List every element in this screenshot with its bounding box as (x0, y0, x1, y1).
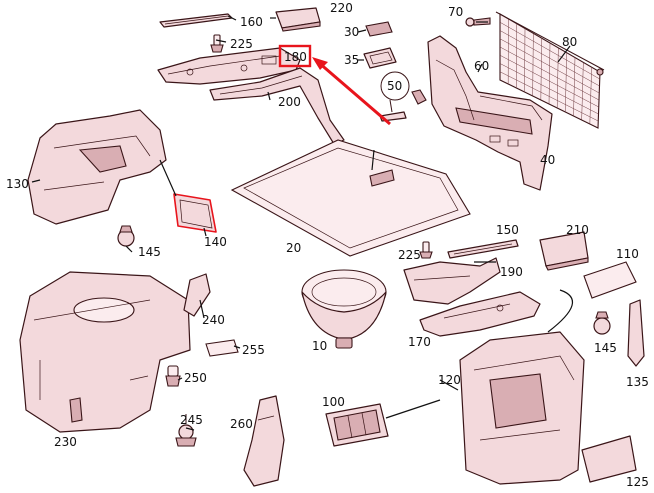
part-250-clip (165, 365, 181, 387)
part-35-cover (363, 47, 397, 69)
part-10-wheel-well (301, 269, 387, 349)
callout-145: 145 (594, 341, 617, 355)
part-50-hook (379, 71, 427, 122)
callout-240: 240 (202, 313, 225, 327)
leader-lines (31, 15, 574, 431)
part-145-clip-right (593, 311, 611, 335)
part-120-right-trim (459, 331, 585, 485)
part-260-trim (243, 395, 285, 487)
part-135-trim (627, 299, 645, 367)
callout-160: 160 (240, 15, 263, 29)
callout-220: 220 (330, 1, 353, 15)
part-100-tray (325, 403, 389, 447)
part-240-bracket (183, 273, 211, 317)
callout-190: 190 (500, 265, 523, 279)
callout-40: 40 (540, 153, 555, 167)
part-130-left-trim (27, 109, 167, 225)
callout-70: 70 (448, 5, 463, 19)
highlight-arrow (312, 57, 391, 126)
callout-30: 30 (344, 25, 359, 39)
part-190-panel (403, 257, 501, 305)
part-225-clip-mid (419, 241, 433, 259)
part-160-strip (159, 13, 233, 28)
callout-225: 225 (398, 248, 421, 262)
callout-125: 125 (626, 475, 649, 489)
callout-140: 140 (204, 235, 227, 249)
part-20-floor-mat (230, 139, 471, 257)
highlight-box-180 (278, 44, 312, 68)
part-145-clip-left (117, 225, 135, 247)
callout-60: 60 (474, 59, 489, 73)
callout-110: 110 (616, 247, 639, 261)
callout-255: 255 (242, 343, 265, 357)
callout-250: 250 (184, 371, 207, 385)
callout-170: 170 (408, 335, 431, 349)
part-255-plate (205, 339, 239, 357)
part-30-cover (365, 21, 393, 37)
part-110-cover (583, 261, 637, 299)
part-150-strip (447, 239, 519, 259)
callout-210: 210 (566, 223, 589, 237)
callout-180: 180 (284, 50, 307, 64)
callout-260: 260 (230, 417, 253, 431)
part-170-panel (419, 291, 541, 337)
part-80-cargo-net (495, 11, 605, 129)
callout-150: 150 (496, 223, 519, 237)
callout-20: 20 (286, 241, 301, 255)
part-140-cover (173, 193, 217, 233)
callout-130: 130 (6, 177, 29, 191)
part-230-trunk-liner (19, 271, 191, 433)
callout-10: 10 (312, 339, 327, 353)
part-220-cover (275, 7, 321, 32)
part-210-cover (539, 231, 589, 271)
callout-80: 80 (562, 35, 577, 49)
part-60-side-trim (427, 35, 553, 191)
callout-50: 50 (387, 79, 402, 93)
callout-230: 230 (54, 435, 77, 449)
part-225-clip-top (210, 34, 224, 53)
callout-35: 35 (344, 53, 359, 67)
part-180-side-panel (157, 47, 301, 85)
callout-225: 225 (230, 37, 253, 51)
callout-200: 200 (278, 95, 301, 109)
callout-120: 120 (438, 373, 461, 387)
part-125-corner-trim (581, 435, 637, 483)
callout-100: 100 (322, 395, 345, 409)
callout-245: 245 (180, 413, 203, 427)
callout-145: 145 (138, 245, 161, 259)
callout-135: 135 (626, 375, 649, 389)
